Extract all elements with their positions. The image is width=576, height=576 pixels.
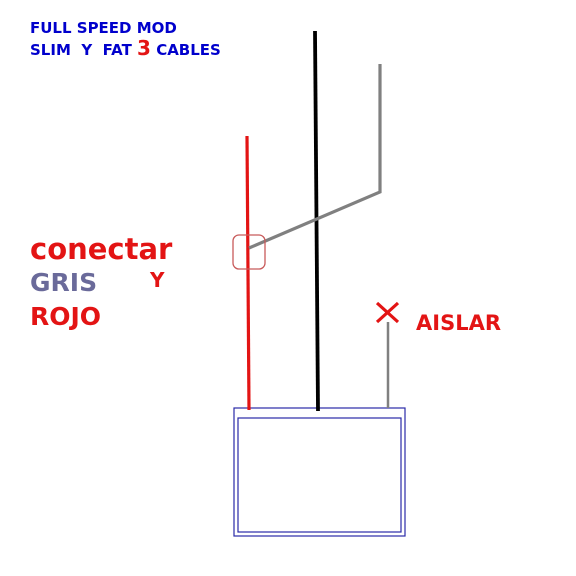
label-gray: GRIS (30, 268, 98, 297)
board-box-inner (237, 417, 402, 533)
x-mark-icon (375, 301, 400, 324)
cable-count: 3 (137, 36, 151, 60)
label-and: Y (150, 268, 165, 292)
board-box-outer (233, 407, 406, 537)
label-red: ROJO (30, 302, 102, 331)
title-line-2-prefix: SLIM Y FAT (30, 41, 138, 59)
gray-wire (248, 64, 382, 250)
label-connect: conectar (30, 232, 173, 266)
title-line-1: FULL SPEED MOD (30, 19, 177, 37)
red-wire (245, 135, 251, 411)
black-wire (313, 30, 320, 412)
label-isolate: AISLAR (416, 311, 501, 335)
diagram-title: FULL SPEED MOD SLIM Y FAT 3 CABLES (30, 18, 221, 60)
title-line-2-suffix: CABLES (150, 41, 221, 59)
connection-circle (232, 234, 266, 270)
